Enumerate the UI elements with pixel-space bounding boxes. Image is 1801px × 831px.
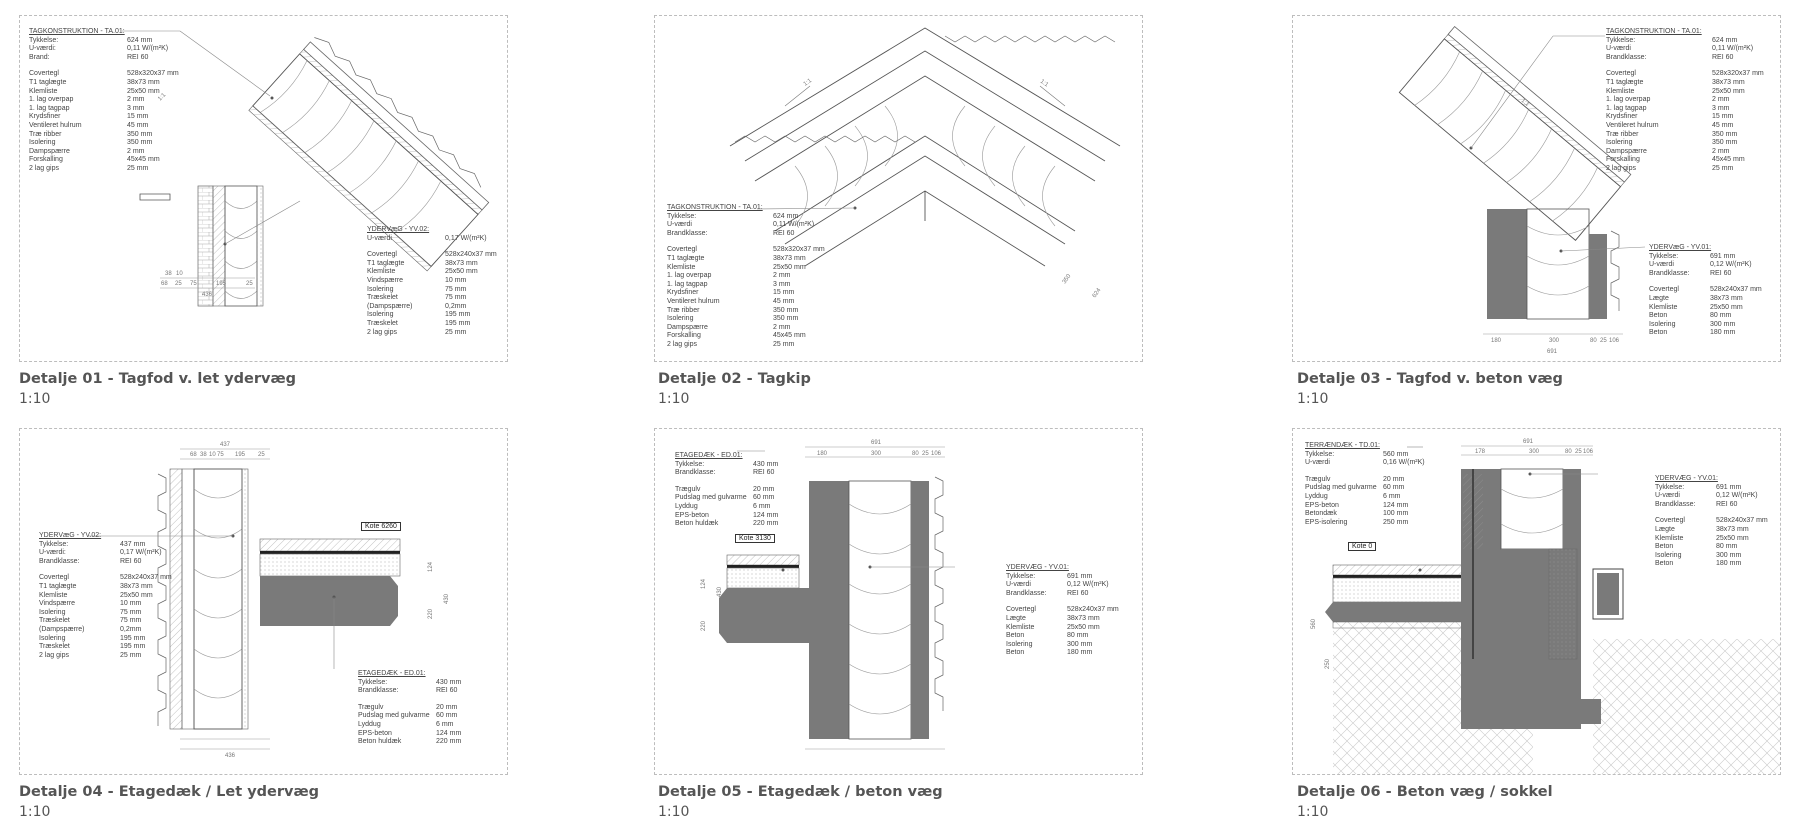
detail-scale: 1:10 (1297, 804, 1329, 820)
dim-label: 80 (1565, 449, 1572, 455)
dim-label: 437 (220, 442, 231, 448)
dim-label: 75 (217, 452, 224, 458)
dim-label: 180 (817, 451, 828, 457)
dim-label: 10 (176, 271, 183, 277)
detail-caption: Detalje 04 - Etagedæk / Let ydervæg (19, 784, 320, 800)
dim-label: 80 (912, 451, 919, 457)
dim-label: 430 (444, 593, 450, 604)
dim-label: 124 (701, 578, 707, 589)
dim-label: 691 (871, 440, 882, 446)
level-marker: Kote 0 (1348, 542, 1377, 551)
spec-block-roof: TAGKONSTRUKTION - TA.01: Tykkelse:624 mm… (1606, 28, 1764, 172)
detail-caption: Detalje 05 - Etagedæk / beton væg (658, 784, 943, 800)
spec-block-floor: ETAGEDÆK - ED.01: Tykkelse:430 mm Brandk… (358, 670, 462, 746)
spec-title: ETAGEDÆK - ED.01: (358, 670, 426, 677)
detail-caption: Detalje 06 - Beton væg / sokkel (1297, 784, 1553, 800)
dim-label: 691 (1523, 439, 1534, 445)
dim-label: 25 (258, 452, 265, 458)
detail-panel-03: 180 300 80 25 106 691 1:1 TAGKONSTRUKTIO… (1292, 15, 1781, 362)
slope-marker: 1:1 (157, 92, 168, 103)
spec-block-roof: TAGKONSTRUKTION - TA.01: Tykkelse:624 mm… (29, 28, 179, 172)
detail-drawing-03: 180 300 80 25 106 691 1:1 (1398, 26, 1646, 355)
dim-label: 436 (202, 292, 213, 298)
dim-label: 124 (428, 561, 434, 572)
dim-label: 350 (1062, 273, 1073, 285)
spec-block-floor: ETAGEDÆK - ED.01: Tykkelse:430 mm Brandk… (675, 452, 779, 528)
dim-label: 25 (246, 281, 253, 287)
dim-label: 68 (190, 452, 197, 458)
dim-label: 10 (209, 452, 216, 458)
dim-label: 25 (1575, 449, 1582, 455)
spec-block-wall: YDERVÆG - YV.01: Tykkelse:691 mm U-værdi… (1655, 475, 1768, 568)
spec-block-roof: TAGKONSTRUKTION - TA.01: Tykkelse:624 mm… (667, 204, 825, 348)
detail-caption: Detalje 02 - Tagkip (658, 371, 811, 387)
detail-scale: 1:10 (1297, 391, 1329, 407)
spec-title: YDERVæG - YV.01: (1649, 244, 1712, 251)
dim-label: 180 (1491, 338, 1502, 344)
detail-scale: 1:10 (658, 804, 690, 820)
dim-label: 195 (235, 452, 246, 458)
spec-block-ground-floor: TERRÆNDÆK - TD.01: Tykkelse:560 mm U-vær… (1305, 442, 1425, 526)
dim-label: 106 (1609, 338, 1620, 344)
dim-label: 436 (225, 753, 236, 759)
dim-label: 178 (1475, 449, 1486, 455)
detail-scale: 1:10 (19, 804, 51, 820)
dim-label: 38 (165, 271, 172, 277)
detail-caption: Detalje 03 - Tagfod v. beton væg (1297, 371, 1563, 387)
slope-marker: 1:1 (803, 78, 814, 88)
level-marker: Kote 6260 (361, 522, 401, 531)
detail-drawing-02: 1:1 1:1 350 624 (729, 27, 1121, 299)
spec-block-wall: YDERVÆG - YV.01: Tykkelse:691 mm U-værdi… (1006, 564, 1119, 657)
dim-label: 220 (428, 608, 434, 619)
dim-label: 430 (717, 586, 723, 597)
detail-drawing-04: 437 68 38 10 75 195 25 436 430 220 124 (88, 442, 450, 759)
spec-title: TERRÆNDÆK - TD.01: (1305, 442, 1380, 449)
dim-label: 25 (175, 281, 182, 287)
dim-label: 691 (1547, 349, 1558, 355)
dim-label: 195 (216, 281, 227, 287)
detail-scale: 1:10 (658, 391, 690, 407)
spec-title: ETAGEDÆK - ED.01: (675, 452, 743, 459)
dim-label: 220 (701, 620, 707, 631)
dim-label: 25 (1600, 338, 1607, 344)
dim-label: 300 (871, 451, 882, 457)
detail-panel-01: 38 10 68 25 75 195 25 436 1:1 TAGKONSTRU… (19, 15, 508, 362)
dim-label: 80 (1590, 338, 1597, 344)
spec-title: TAGKONSTRUKTION - TA.01: (667, 204, 763, 211)
spec-title: TAGKONSTRUKTION - TA.01: (29, 28, 125, 35)
dim-label: 106 (931, 451, 942, 457)
detail-caption: Detalje 01 - Tagfod v. let ydervæg (19, 371, 297, 387)
dim-label: 250 (1325, 658, 1331, 669)
spec-block-wall: YDERVæG - YV.01: Tykkelse:691 mm U-værdi… (1649, 244, 1762, 337)
dim-label: 560 (1311, 618, 1317, 629)
detail-panel-02: 1:1 1:1 350 624 TAGKONSTRUKTION - TA.01:… (654, 15, 1143, 362)
spec-title: YDERVæG - YV.02: (367, 226, 430, 233)
detail-panel-04: 437 68 38 10 75 195 25 436 430 220 124 K… (19, 428, 508, 775)
detail-drawing-01: 38 10 68 25 75 195 25 436 1:1 (122, 30, 490, 307)
detail-panel-05: 691 180 300 80 25 106 430 124 220 Kote 3… (654, 428, 1143, 775)
dim-label: 106 (1583, 449, 1594, 455)
spec-title: YDERVÆG - YV.01: (1006, 564, 1069, 571)
dim-label: 624 (1092, 287, 1103, 299)
dim-label: 38 (200, 452, 207, 458)
dim-label: 300 (1529, 449, 1540, 455)
level-marker: Kote 3130 (735, 534, 775, 543)
dim-label: 68 (161, 281, 168, 287)
spec-block-wall: YDERVæG - YV.02: Tykkelse:437 mm U-værdi… (39, 532, 172, 659)
dim-label: 300 (1549, 338, 1560, 344)
dim-label: 75 (190, 281, 197, 287)
detail-scale: 1:10 (19, 391, 51, 407)
dim-label: 25 (922, 451, 929, 457)
spec-title: YDERVæG - YV.02: (39, 532, 102, 539)
slope-marker: 1:1 (1520, 98, 1531, 108)
detail-panel-06: 691 178 300 80 25 106 560 250 Kote 0 TER… (1292, 428, 1781, 775)
slope-marker: 1:1 (1039, 79, 1050, 89)
detail-drawing-06: 691 178 300 80 25 106 560 250 (1311, 439, 1780, 774)
spec-title: TAGKONSTRUKTION - TA.01: (1606, 28, 1702, 35)
detail-drawing-05: 691 180 300 80 25 106 430 124 220 (701, 440, 955, 750)
spec-title: YDERVÆG - YV.01: (1655, 475, 1718, 482)
